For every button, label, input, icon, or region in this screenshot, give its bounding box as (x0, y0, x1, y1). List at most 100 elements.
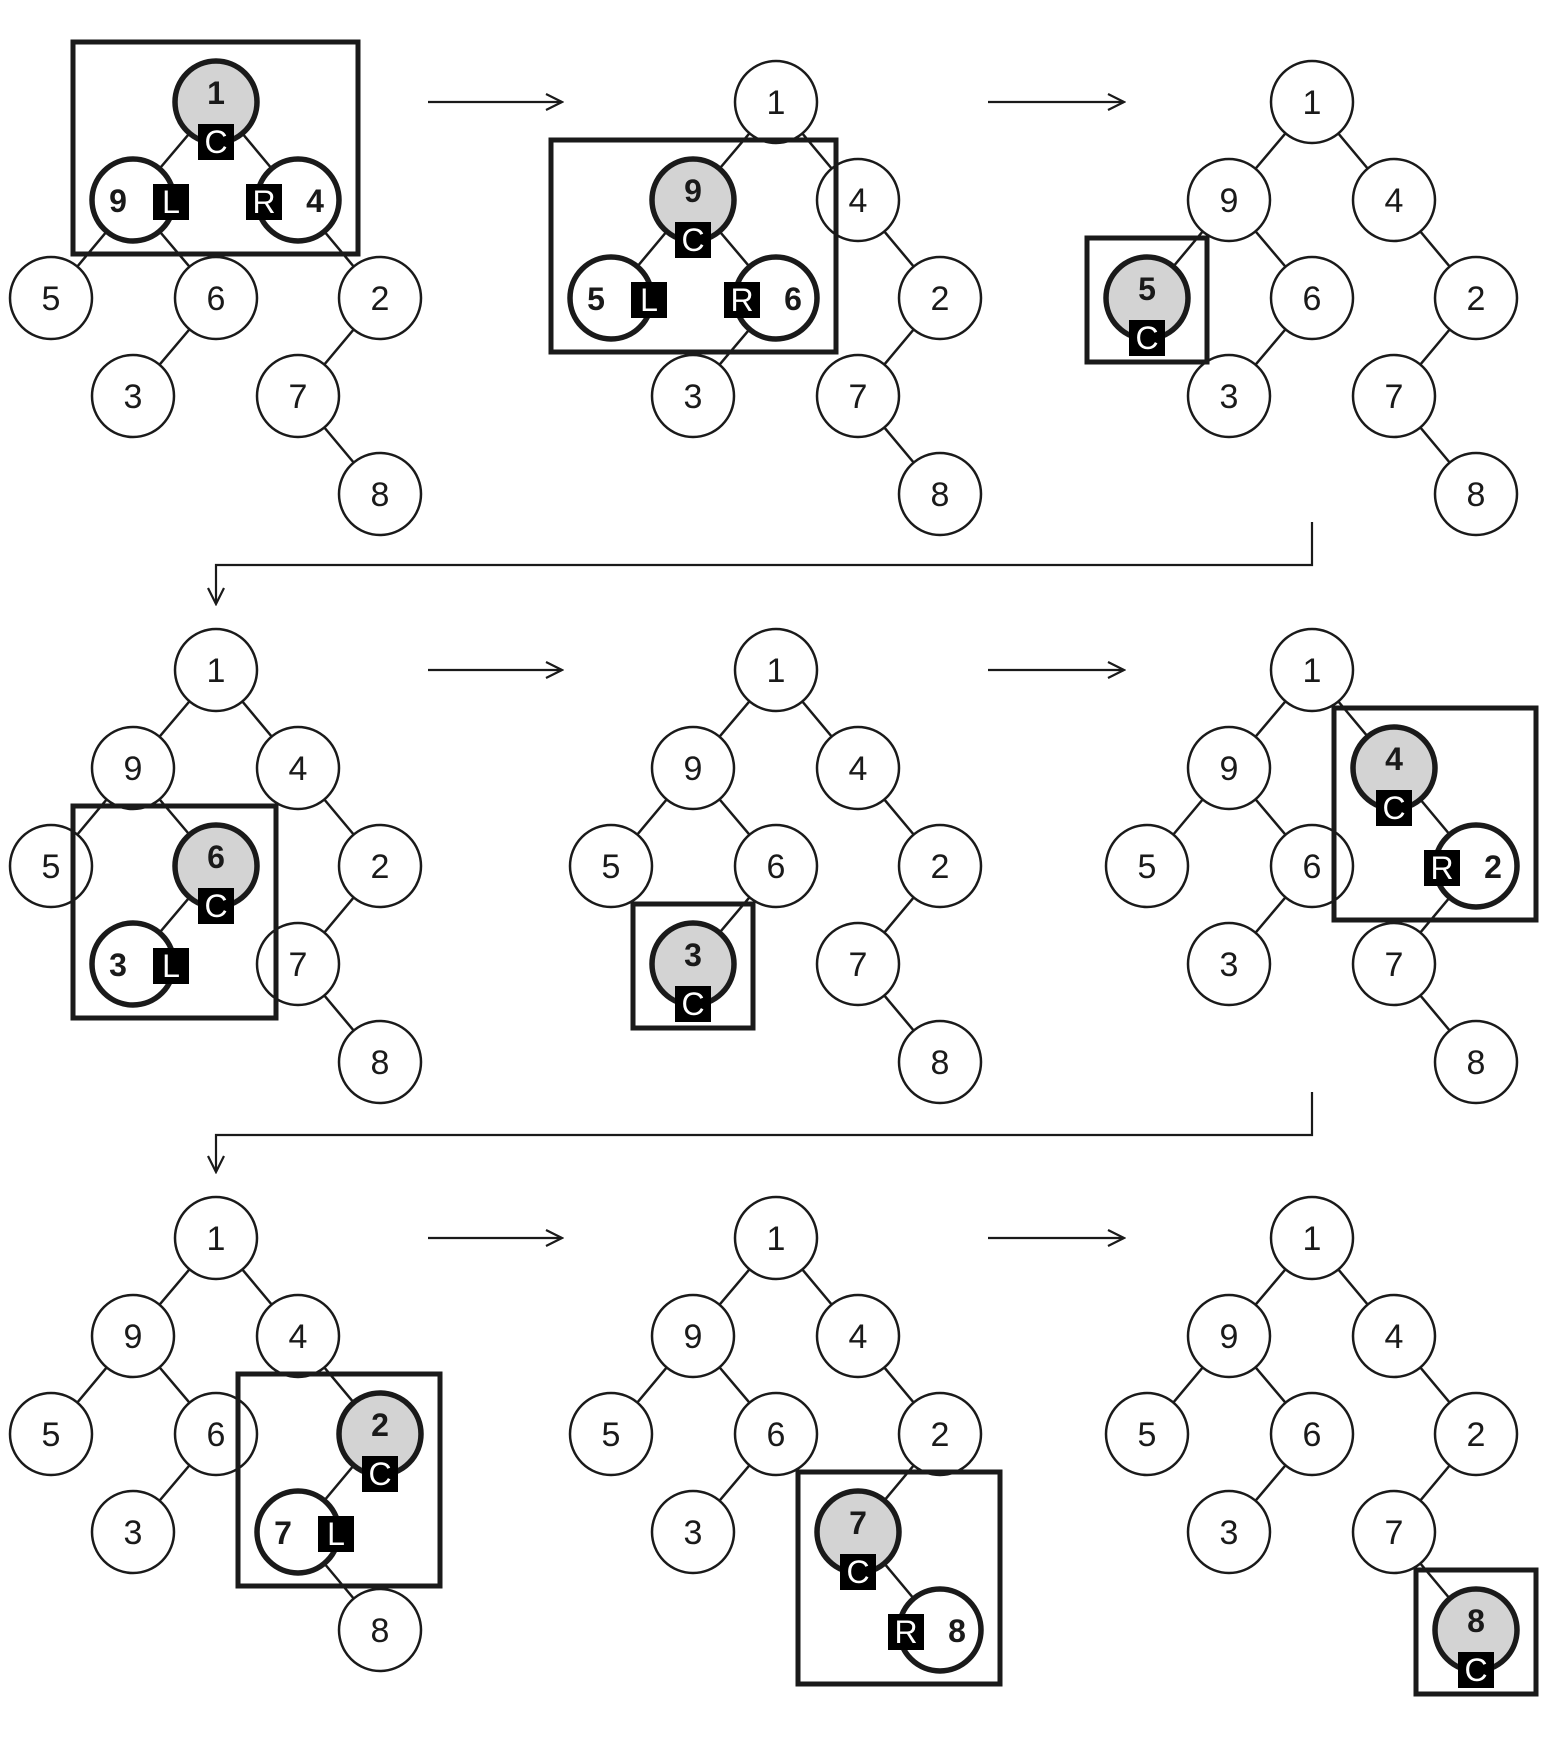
focus-frame (70, 39, 361, 257)
tree-node-3: 3 (90, 353, 176, 439)
tree-node-6: 6 (173, 255, 259, 341)
tag-current: C (198, 888, 234, 924)
node-circle (173, 1195, 259, 1281)
tag-box (631, 282, 667, 318)
node-label: 7 (289, 378, 308, 416)
node-circle (733, 627, 819, 713)
tag-letter: C (681, 222, 704, 258)
node-label: 7 (1385, 946, 1404, 984)
node-circle (1433, 255, 1519, 341)
tree-node-7: 7 (255, 921, 341, 1007)
node-label: 5 (1138, 271, 1156, 307)
tag-box (153, 948, 189, 984)
focus-frame (795, 1469, 1003, 1687)
row-wrap-arrow-2 (216, 1092, 1314, 1172)
node-label: 7 (1385, 378, 1404, 416)
node-label: 5 (587, 281, 605, 317)
node-label: 3 (1220, 946, 1239, 984)
node-label: 1 (207, 652, 226, 690)
current-node-1: 1C (172, 58, 260, 160)
focus-frame (1413, 1567, 1539, 1697)
node-label: 8 (371, 1044, 390, 1082)
current-node-4: 4C (1350, 724, 1438, 826)
tree-node-8: 8 (337, 1587, 423, 1673)
tag-box (153, 184, 189, 220)
node-circle (650, 1489, 736, 1575)
node-label: 7 (1385, 1514, 1404, 1552)
tree-node-4: 4 (815, 1293, 901, 1379)
tree-node-7: 7 (815, 353, 901, 439)
node-label: 4 (306, 183, 324, 219)
tree-node-7: 7 (255, 353, 341, 439)
node-circle (90, 353, 176, 439)
current-node-7: 7C (814, 1488, 902, 1590)
node-label: 3 (1220, 378, 1239, 416)
node-label: 5 (602, 1416, 621, 1454)
focus-frame (548, 137, 839, 355)
tag-letter: L (327, 1516, 345, 1552)
node-label: 6 (207, 280, 226, 318)
node-label: 8 (948, 1613, 966, 1649)
node-circle (1186, 353, 1272, 439)
node-label: 7 (274, 1515, 292, 1551)
node-circle (1351, 353, 1437, 439)
node-circle (1351, 1293, 1437, 1379)
node-circle (733, 1391, 819, 1477)
node-circle (90, 1293, 176, 1379)
tag-box (675, 986, 711, 1022)
tree-node-5: 5 (1104, 1391, 1190, 1477)
tag-letter: R (894, 1614, 917, 1650)
tree-node-6: 6 (1269, 823, 1355, 909)
node-circle (8, 1391, 94, 1477)
node-label: 4 (289, 750, 308, 788)
tree-node-2: 2 (1433, 1391, 1519, 1477)
tag-current: C (840, 1554, 876, 1590)
tag-current: C (675, 222, 711, 258)
node-circle (337, 255, 423, 341)
node-label: 3 (109, 947, 127, 983)
node-label: 3 (124, 378, 143, 416)
tree-node-7: 7 (1351, 1489, 1437, 1575)
node-circle (1104, 823, 1190, 909)
node-circle (173, 627, 259, 713)
tree-node-7: 7 (1351, 353, 1437, 439)
tree-node-6: 6 (173, 1391, 259, 1477)
node-circle (815, 921, 901, 1007)
right-node-4: 4R (246, 156, 342, 244)
node-label: 6 (784, 281, 802, 317)
tag-current: C (1458, 1652, 1494, 1688)
node-label: 3 (684, 937, 702, 973)
node-label: 4 (849, 182, 868, 220)
tag-box (362, 1456, 398, 1492)
tree-node-6: 6 (733, 823, 819, 909)
tag-right: R (724, 282, 760, 318)
tree-node-4: 4 (1351, 157, 1437, 243)
node-label: 8 (1467, 1044, 1486, 1082)
tag-left: L (318, 1516, 354, 1552)
current-node-5: 5C (1103, 254, 1191, 356)
tree-node-7: 7 (1351, 921, 1437, 1007)
node-label: 6 (207, 1416, 226, 1454)
tag-box (1376, 790, 1412, 826)
node-label: 6 (1303, 1416, 1322, 1454)
tree-node-1: 1 (733, 59, 819, 145)
node-circle (90, 725, 176, 811)
tag-box (724, 282, 760, 318)
node-label: 2 (1467, 1416, 1486, 1454)
node-label: 9 (684, 173, 702, 209)
tree-node-2: 2 (337, 255, 423, 341)
tree-node-5: 5 (8, 1391, 94, 1477)
tree-node-2: 2 (1433, 255, 1519, 341)
active-nodes: 8C (1432, 1586, 1520, 1688)
tree-node-1: 1 (1269, 59, 1355, 145)
node-label: 3 (684, 1514, 703, 1552)
node-label: 2 (371, 280, 390, 318)
